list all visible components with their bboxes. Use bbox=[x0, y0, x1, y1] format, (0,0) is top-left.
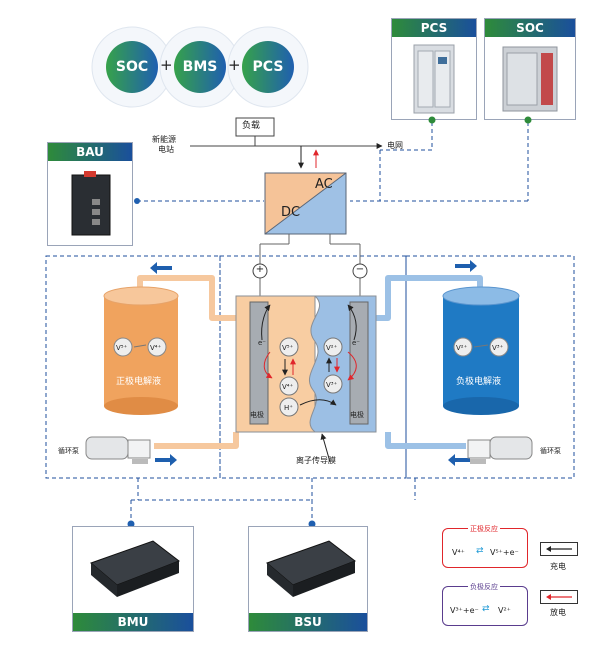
bsu-card: BSU bbox=[248, 526, 368, 632]
left-pump-label: 循环泵 bbox=[58, 447, 79, 455]
charge-arrow-icon bbox=[540, 542, 578, 556]
power-grid-label: 电网 bbox=[387, 141, 403, 150]
pcs-circle bbox=[242, 41, 294, 93]
positive-reaction-right: V⁵⁺+e⁻ bbox=[490, 548, 519, 557]
soc-text: SOC bbox=[115, 59, 149, 75]
soc-bms-pcs-logo bbox=[91, 26, 309, 108]
ac-label: AC bbox=[315, 177, 333, 192]
right-pump bbox=[467, 436, 533, 464]
positive-reaction-left: V⁴⁺ bbox=[452, 548, 465, 557]
ion-v2-stack: V²⁺ bbox=[326, 344, 338, 352]
ion-h-stack: H⁺ bbox=[284, 404, 293, 412]
bau-card: BAU bbox=[47, 142, 133, 246]
bau-tag: BAU bbox=[48, 143, 132, 161]
bms-circle bbox=[174, 41, 226, 93]
negative-terminal: − bbox=[355, 264, 365, 275]
new-energy-label: 新能源 bbox=[152, 135, 176, 144]
bsu-tag: BSU bbox=[249, 613, 367, 631]
negative-electrode-label: 电极 bbox=[350, 411, 364, 419]
pcs-text: PCS bbox=[252, 59, 284, 75]
ion-v2-tank: V²⁺ bbox=[456, 344, 468, 352]
ion-v3-stack: V³⁺ bbox=[326, 381, 338, 389]
pcs-tag: PCS bbox=[392, 19, 476, 37]
pcs-cabinet-icon bbox=[413, 44, 455, 114]
negative-reaction-title: 负极反应 bbox=[468, 582, 500, 592]
zone-boxes bbox=[45, 255, 575, 479]
bau-device-icon bbox=[71, 171, 111, 236]
negative-reaction-left: V³⁺+e⁻ bbox=[450, 606, 479, 615]
positive-reaction-title: 正极反应 bbox=[468, 524, 500, 534]
ion-v5-tank: V⁵⁺ bbox=[116, 344, 128, 352]
discharge-arrow-icon bbox=[540, 590, 578, 604]
negative-reaction-right: V²⁺ bbox=[498, 606, 511, 615]
load-label: 负载 bbox=[242, 121, 261, 131]
positive-electrolyte-label: 正极电解液 bbox=[116, 377, 162, 387]
ion-v3-tank: V³⁺ bbox=[492, 344, 504, 352]
bmu-tag: BMU bbox=[73, 613, 193, 631]
right-pump-label: 循环泵 bbox=[540, 447, 561, 455]
power-station-label: 电站 bbox=[158, 145, 174, 154]
ion-v4-stack: V⁴⁺ bbox=[282, 383, 294, 391]
control-lines bbox=[130, 122, 529, 524]
soc-cabinet-icon bbox=[502, 46, 558, 112]
bsu-device-icon bbox=[266, 540, 357, 597]
left-pump bbox=[85, 436, 151, 464]
ion-v5-stack: V⁵⁺ bbox=[282, 344, 294, 352]
positive-electrode-label: 电极 bbox=[250, 411, 264, 419]
bmu-card: BMU bbox=[72, 526, 194, 632]
plus-sign: + bbox=[228, 56, 241, 74]
positive-terminal: + bbox=[255, 264, 265, 275]
soc-circle bbox=[106, 41, 158, 93]
discharge-label: 放电 bbox=[550, 608, 566, 617]
soc-tag: SOC bbox=[485, 19, 575, 37]
pcs-card: PCS bbox=[391, 18, 477, 120]
electron-right: e⁻ bbox=[352, 339, 361, 347]
membrane-label: 离子传导膜 bbox=[296, 456, 336, 465]
reaction-arrows: ⇄ bbox=[476, 546, 484, 556]
bms-text: BMS bbox=[182, 59, 218, 75]
ion-v4-tank: V⁴⁺ bbox=[150, 344, 162, 352]
dc-label: DC bbox=[281, 205, 301, 220]
reaction-arrows: ⇄ bbox=[482, 604, 490, 614]
soc-card: SOC bbox=[484, 18, 576, 120]
bmu-device-icon bbox=[90, 540, 181, 597]
electron-left: e⁻ bbox=[258, 339, 267, 347]
plus-sign: + bbox=[160, 56, 173, 74]
charge-label: 充电 bbox=[550, 562, 566, 571]
negative-electrolyte-label: 负极电解液 bbox=[456, 377, 502, 387]
